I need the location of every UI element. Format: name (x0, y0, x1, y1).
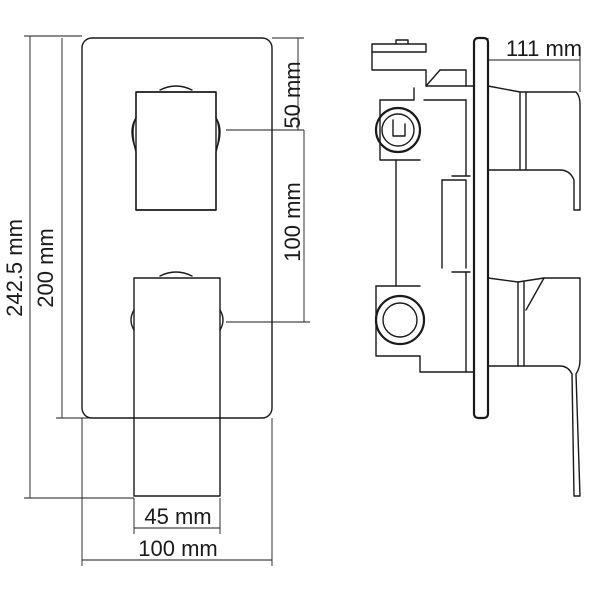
dimension-spacing-middle (226, 130, 310, 323)
upper-knob (131, 85, 221, 211)
dimension-handle-width (133, 498, 221, 534)
side-view: 111 mm (371, 36, 582, 497)
dimension-plate-width (81, 418, 273, 566)
lower-port (374, 294, 426, 346)
front-view: 242.5 mm 200 mm 50 mm 100 mm 45 mm (2, 35, 310, 566)
valve-body (375, 87, 475, 373)
dimension-plate-height (56, 38, 134, 419)
label-depth: 111 mm (506, 36, 582, 61)
side-lever (487, 277, 581, 497)
label-handle-width: 45 mm (144, 504, 211, 529)
dimension-depth (487, 38, 581, 92)
label-plate-height: 200 mm (33, 228, 58, 307)
side-knob (487, 85, 581, 211)
label-spacing-middle: 100 mm (280, 182, 305, 261)
wall-plate (472, 36, 490, 420)
lever-handle (130, 271, 224, 497)
label-total-height: 242.5 mm (2, 219, 27, 317)
label-plate-width: 100 mm (138, 536, 217, 561)
dimension-total-height (24, 35, 134, 499)
upper-port (374, 106, 422, 154)
cover-plate (81, 37, 273, 419)
mounting-bracket (371, 39, 475, 87)
dimension-spacing-top (226, 37, 304, 131)
label-spacing-top: 50 mm (280, 61, 305, 128)
